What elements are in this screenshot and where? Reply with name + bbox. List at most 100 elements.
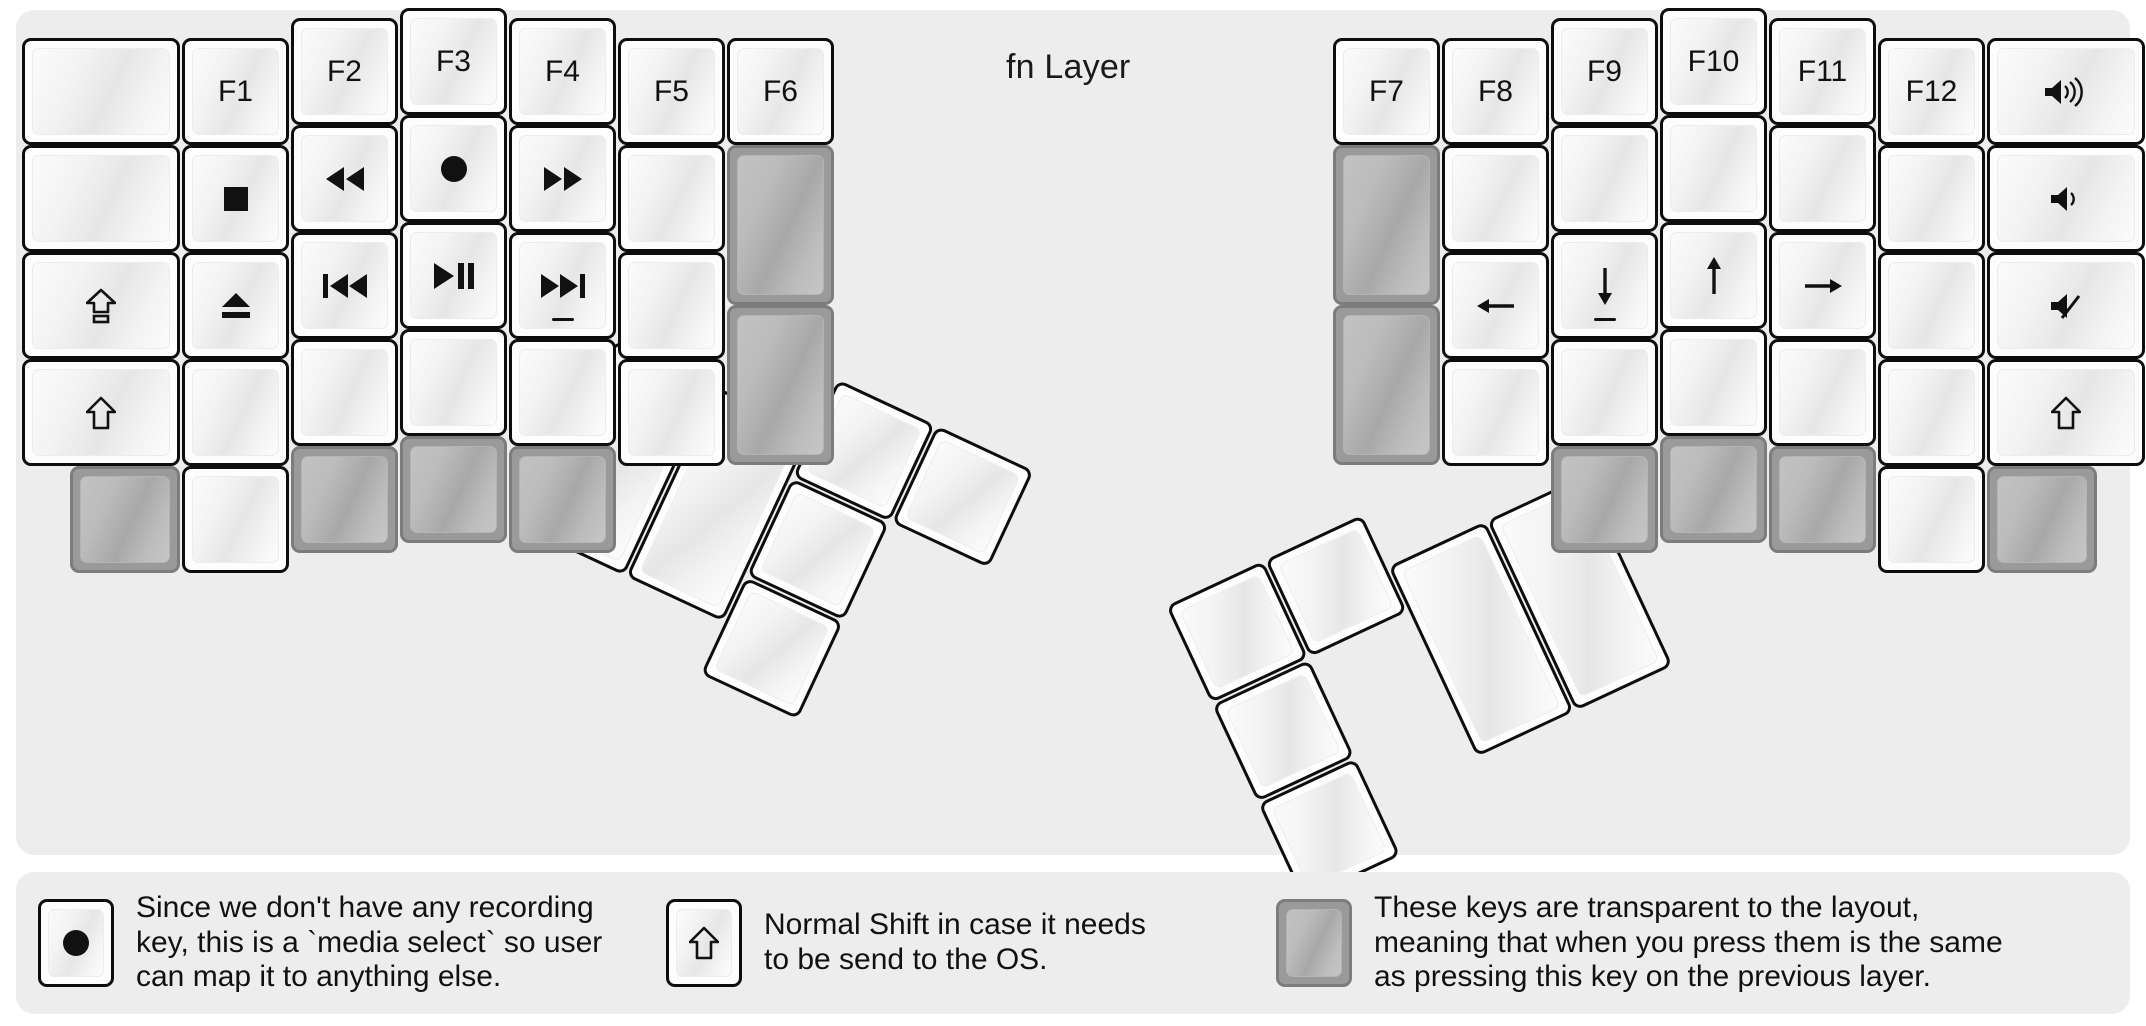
col-outer-right-key-2[interactable]: [1987, 252, 2145, 359]
col-f4-key-0[interactable]: F4: [509, 18, 616, 125]
col-f12-key-0[interactable]: F12: [1878, 38, 1985, 145]
col-f12-key-2[interactable]: [1878, 252, 1985, 359]
col-f11-key-2[interactable]: [1769, 232, 1876, 339]
col-f8-key-3[interactable]: [1442, 359, 1549, 466]
keycap-surface: F1: [192, 48, 279, 135]
keycap-surface: [1452, 369, 1539, 456]
col-outer-left-key-3[interactable]: [22, 359, 180, 466]
col-f4-key-1[interactable]: [509, 125, 616, 232]
col-f4-key-2[interactable]: [509, 232, 616, 339]
keycap-surface: [1888, 476, 1975, 563]
col-f2-key-2[interactable]: [291, 232, 398, 339]
col-f10-key-1[interactable]: [1660, 115, 1767, 222]
col-f8-key-0[interactable]: F8: [1442, 38, 1549, 145]
col-outer-right-key-1[interactable]: [1987, 145, 2145, 252]
col-f10-key-3[interactable]: [1660, 329, 1767, 436]
keycap-surface: [192, 262, 279, 349]
keycap-surface: [1343, 155, 1430, 295]
col-f8-key-2[interactable]: [1442, 252, 1549, 359]
legend-key-2[interactable]: [1276, 899, 1352, 987]
col-outer-left-key-0[interactable]: [22, 38, 180, 145]
col-f1-key-1[interactable]: [182, 145, 289, 252]
col-f4-key-3[interactable]: [509, 339, 616, 446]
col-f3-key-0[interactable]: F3: [400, 8, 507, 115]
key-label: F6: [762, 74, 798, 108]
col-f1-key-4[interactable]: [182, 466, 289, 573]
col-f5-key-3[interactable]: [618, 359, 725, 466]
col-f2-key-1[interactable]: [291, 125, 398, 232]
keycap-surface: [1271, 771, 1388, 888]
key-label: F10: [1687, 44, 1740, 78]
col-f3-key-4[interactable]: [400, 436, 507, 543]
col-f6-key-2[interactable]: [727, 305, 834, 465]
col-f11-key-0[interactable]: F11: [1769, 18, 1876, 125]
col-f7-key-1[interactable]: [1333, 145, 1440, 305]
col-f9-key-4[interactable]: [1551, 446, 1658, 553]
col-f10-key-0[interactable]: F10: [1660, 8, 1767, 115]
col-f6-key-1[interactable]: [727, 145, 834, 305]
col-f3-key-2[interactable]: [400, 222, 507, 329]
keycap-surface: [410, 339, 497, 426]
col-f9-key-0[interactable]: F9: [1551, 18, 1658, 125]
col-f11-key-1[interactable]: [1769, 125, 1876, 232]
keycap-surface: [410, 125, 497, 212]
col-f9-key-3[interactable]: [1551, 339, 1658, 446]
col-f10-key-4[interactable]: [1660, 436, 1767, 543]
col-f2-key-3[interactable]: [291, 339, 398, 446]
col-f9-key-2[interactable]: [1551, 232, 1658, 339]
col-f9-key-1[interactable]: [1551, 125, 1658, 232]
legend-key-sample-1: [666, 899, 742, 987]
col-f10-key-2[interactable]: [1660, 222, 1767, 329]
col-outer-right-key-3[interactable]: [1987, 359, 2145, 466]
col-f12-key-1[interactable]: [1878, 145, 1985, 252]
col-outer-left-key-2[interactable]: [22, 252, 180, 359]
col-f8-key-1[interactable]: [1442, 145, 1549, 252]
keycap-surface: F10: [1670, 18, 1757, 105]
col-f3-key-3[interactable]: [400, 329, 507, 436]
keycap-surface: [1779, 135, 1866, 222]
col-f7-key-2[interactable]: [1333, 305, 1440, 465]
col-f7-key-0[interactable]: F7: [1333, 38, 1440, 145]
keycap-surface: [628, 262, 715, 349]
keycap-surface: [1670, 125, 1757, 212]
keycap-surface: [192, 155, 279, 242]
col-f4-key-4[interactable]: [509, 446, 616, 553]
arrow-up-icon: [1701, 256, 1727, 296]
keycap-surface: [628, 155, 715, 242]
col-f11-key-4[interactable]: [1769, 446, 1876, 553]
keycap-surface: [519, 349, 606, 436]
col-f5-key-1[interactable]: [618, 145, 725, 252]
col-f5-key-0[interactable]: F5: [618, 38, 725, 145]
legend-key-0[interactable]: [38, 899, 114, 987]
col-f5-key-2[interactable]: [618, 252, 725, 359]
col-f1-key-3[interactable]: [182, 359, 289, 466]
key-label: F11: [1797, 54, 1848, 88]
col-f3-key-1[interactable]: [400, 115, 507, 222]
legend-key-1[interactable]: [666, 899, 742, 987]
col-outer-right-key-4[interactable]: [1987, 466, 2097, 573]
col-outer-left-key-1[interactable]: [22, 145, 180, 252]
keycap-surface: [410, 446, 497, 533]
keycap-surface: [1888, 155, 1975, 242]
keycap-surface: [519, 456, 606, 543]
eject-icon: [219, 291, 253, 321]
volume-down-icon: [2049, 184, 2083, 214]
keycap-surface: F6: [737, 48, 824, 135]
keycap-surface: [1670, 339, 1757, 426]
col-f1-key-2[interactable]: [182, 252, 289, 359]
keycap-surface: F3: [410, 18, 497, 105]
col-f1-key-0[interactable]: F1: [182, 38, 289, 145]
col-f12-key-4[interactable]: [1878, 466, 1985, 573]
col-f6-key-0[interactable]: F6: [727, 38, 834, 145]
col-outer-left-key-4[interactable]: [70, 466, 180, 573]
col-f2-key-4[interactable]: [291, 446, 398, 553]
col-outer-right-key-0[interactable]: [1987, 38, 2145, 145]
keycap-surface: [1997, 155, 2135, 242]
keycap-surface: [32, 155, 170, 242]
keycap-surface: [48, 909, 104, 977]
keycap-surface: [676, 909, 732, 977]
col-f11-key-3[interactable]: [1769, 339, 1876, 446]
col-f12-key-3[interactable]: [1878, 359, 1985, 466]
col-f2-key-0[interactable]: F2: [291, 18, 398, 125]
fast-forward-icon: [543, 166, 583, 192]
